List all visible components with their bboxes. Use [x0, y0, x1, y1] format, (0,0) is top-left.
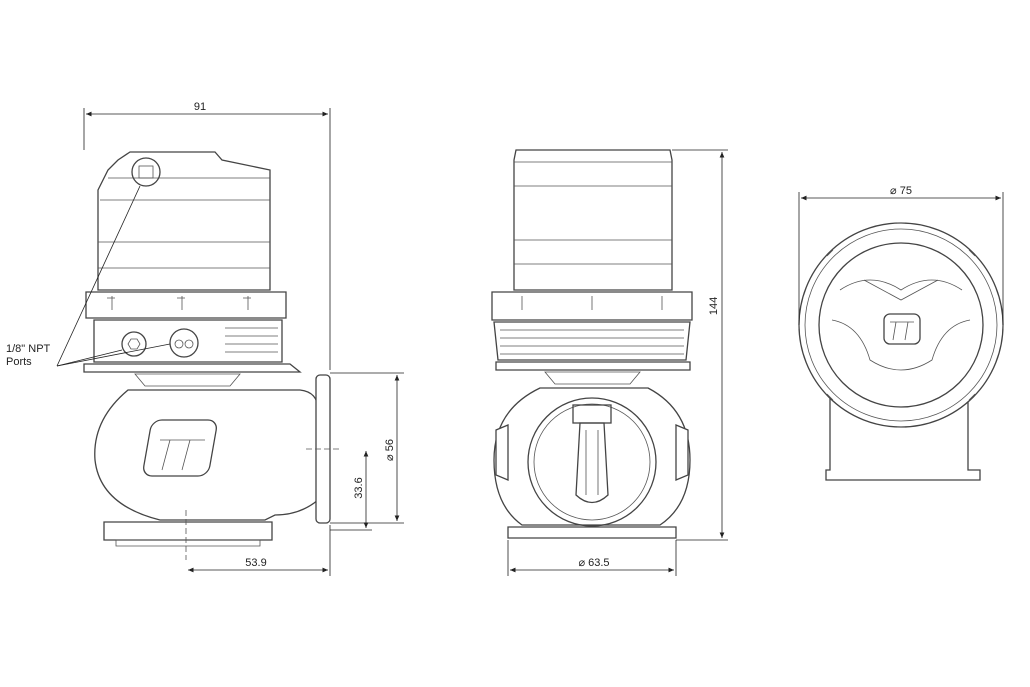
cap-port-icon [131, 157, 161, 187]
valve-stem-icon [572, 404, 612, 504]
front-view: 144 ⌀ 63.5 [491, 149, 728, 576]
port-note-line2: Ports [6, 356, 32, 368]
outlet-height-dim: 33.6 [353, 477, 365, 498]
top-outer-dia-dim: ⌀ 75 [890, 185, 912, 197]
top-logo-icon [883, 313, 921, 345]
npt-port-left-icon [121, 331, 147, 357]
port-note-line1: 1/8" NPT [6, 343, 51, 355]
front-inlet-dia-dim: ⌀ 63.5 [578, 557, 609, 569]
top-view: ⌀ 75 [798, 185, 1004, 481]
npt-port-right-icon [169, 328, 199, 358]
front-height-dim: 144 [708, 297, 720, 315]
inlet-offset-dim: 53.9 [245, 557, 266, 569]
turbosmart-logo-icon [143, 419, 217, 477]
side-view: 91 1/8" NPT Ports ⌀ 56 33.6 53.9 [6, 101, 404, 576]
side-width-dim: 91 [194, 101, 206, 113]
outlet-dia-dim: ⌀ 56 [384, 439, 396, 461]
